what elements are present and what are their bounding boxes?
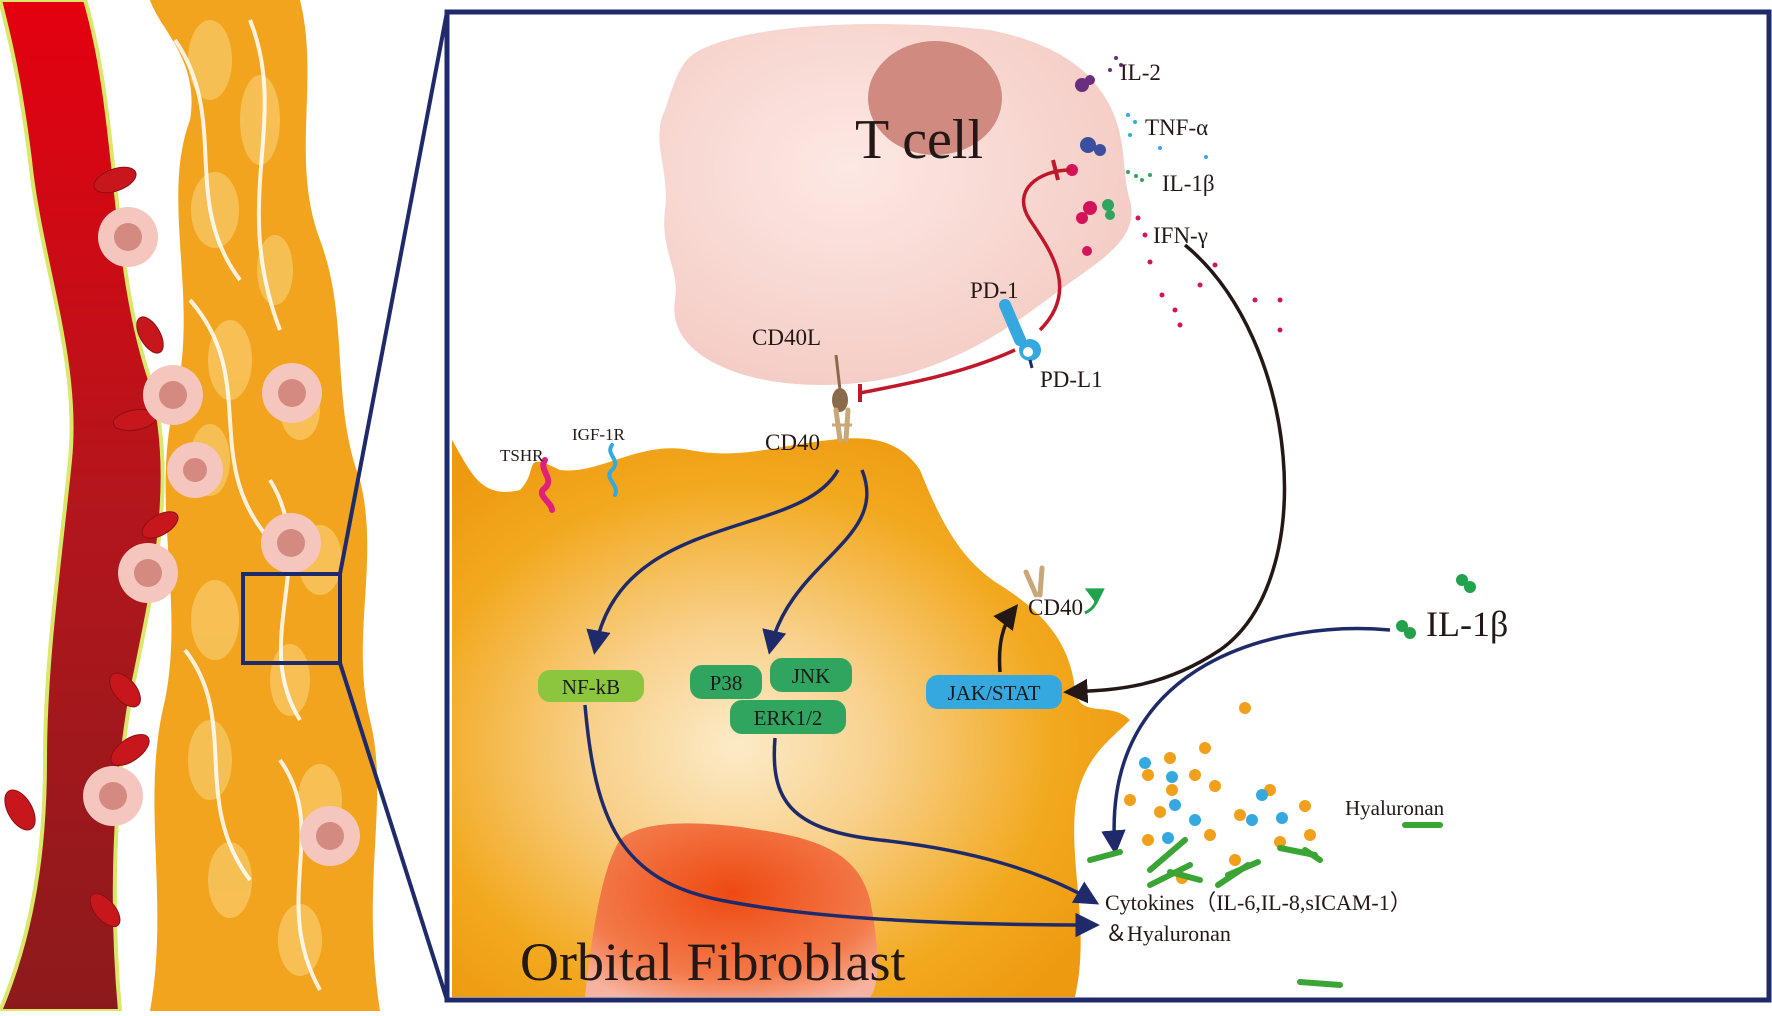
label-hyaluronan: Hyaluronan [1345,796,1445,820]
pill-jnk: JNK [770,658,852,692]
arrow-nfkb-to-output [583,704,1100,938]
label-il1b-external: IL-1β [1426,604,1508,644]
pd1-receptor [999,299,1026,346]
igf1r-receptor [607,443,618,497]
fibroblast-nucleus [585,823,878,997]
t-cell-vesicles [1066,75,1115,256]
label-tnf-alpha: TNF-α [1145,115,1208,140]
t-cell-nucleus [868,41,1002,155]
pd1-inhibition-bar [1051,159,1060,181]
arrow-cd40-to-mapk [762,469,869,655]
blood-vessel [0,0,165,1013]
label-jnk: JNK [792,664,831,688]
label-tshr: TSHR [500,446,544,465]
label-cd40-upregulated: CD40 [1028,595,1083,620]
label-il1b-tcell: IL-1β [1162,171,1215,196]
lymphocytes [83,207,360,866]
arrow-cd40-to-nfkb [586,469,840,655]
t-cell-label: T cell [855,109,983,171]
pdl1-receptor [1019,339,1041,369]
arrow-il1b-to-cytokines [1101,626,1391,855]
pdl1-inhibition-path [859,348,1016,395]
label-igf1r: IGF-1R [572,425,626,444]
zoom-box [241,572,342,665]
label-nfkb: NF-kB [562,675,620,699]
hyaluronan-strands [1087,822,1443,988]
label-output-hyaluronan: ＆Hyaluronan [1105,921,1231,946]
secreted-cytokine-dots [1124,702,1316,884]
zoom-line-bottom [338,662,449,1001]
label-p38: P38 [710,671,743,695]
label-ifn-gamma: IFN-γ [1153,223,1208,248]
fibroblast-label: Orbital Fibroblast [520,932,905,992]
label-cd40l: CD40L [752,325,821,350]
pd1-inhibition-path [1021,168,1071,332]
red-blood-cells [4,166,179,928]
tissue-illustration [0,0,449,1013]
cd40-upregulated-receptor [1023,565,1045,598]
cd40-receptor [832,407,852,443]
zoom-line-top [338,11,449,575]
label-il2: IL-2 [1120,60,1161,85]
cytokine-particles [1108,56,1283,333]
pill-erk: ERK1/2 [730,700,846,734]
pill-p38: P38 [690,665,762,699]
arrow-mapk-to-output [772,737,1100,905]
label-pdl1: PD-L1 [1040,367,1103,392]
il1b-external-particles [1396,574,1476,639]
tissue-fibers [173,19,322,991]
tshr-receptor [538,457,555,513]
t-cell [659,24,1132,386]
arrow-ifng-to-jakstat [1063,243,1287,704]
label-erk: ERK1/2 [754,706,823,730]
arrow-jakstat-to-cd40 [993,604,1018,673]
label-pd1: PD-1 [970,278,1019,303]
pill-jakstat: JAK/STAT [926,675,1062,709]
cd40l-ligand [832,354,848,412]
upregulation-arrow [1084,588,1105,615]
label-output-cytokines: Cytokines（IL-6,IL-8,sICAM-1） [1105,890,1412,915]
label-cd40: CD40 [765,430,820,455]
pill-nfkb: NF-kB [538,670,644,702]
label-jakstat: JAK/STAT [948,681,1041,705]
